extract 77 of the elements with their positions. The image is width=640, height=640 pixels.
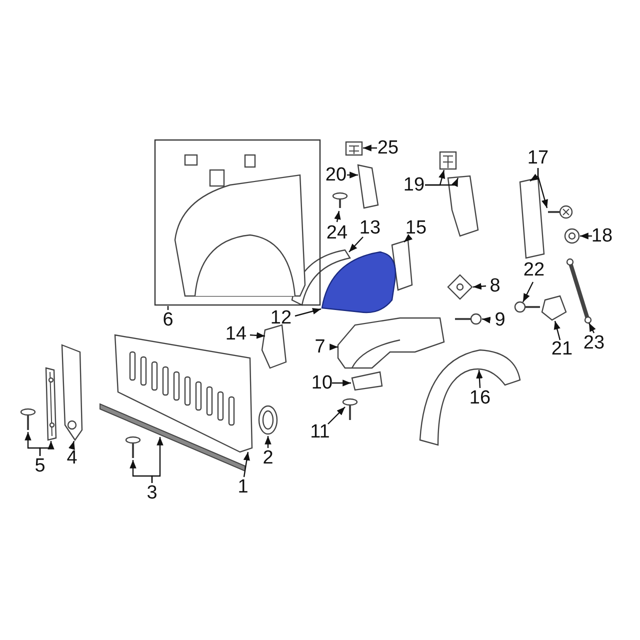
callout-number: 13 [359,218,381,238]
callout-number: 5 [34,456,46,476]
leader-line [151,437,164,483]
callout-number: 8 [490,276,500,296]
callout-number: 14 [225,324,247,344]
leader-line [68,440,75,450]
seal-strip-drawing [100,403,246,472]
clip-drawing [345,141,363,156]
leader-line [39,441,54,456]
callout-number: 6 [162,310,174,330]
plate-drawing [447,274,473,300]
leader-line [264,436,272,448]
bracket-drawing [61,344,83,442]
leader-line [588,322,596,334]
screw-drawing [125,436,141,458]
bolt-drawing [514,301,540,313]
grommet-drawing [258,405,278,435]
callout-number: 18 [591,226,613,246]
callout-number: 22 [523,260,545,280]
callout-number: 3 [146,484,158,502]
callout-number: 9 [494,310,506,330]
callout-number: 11 [310,422,330,442]
callout-number: 4 [66,448,78,468]
leader-line [330,344,338,350]
bolt-drawing [332,192,348,208]
nut-drawing [564,228,580,244]
strip-drawing [45,367,57,441]
leader-line [332,380,351,386]
bracket-drawing [447,175,479,237]
leader-line [363,144,377,152]
callout-number: 23 [583,334,605,352]
callout-number: 25 [377,138,399,158]
leader-line [334,210,341,222]
callout-number: 1 [238,478,248,496]
leader-line [476,370,483,388]
clip-drawing [439,151,457,170]
callout-number: 15 [405,218,427,238]
leader-line [482,316,491,324]
callout-number: 10 [311,374,333,392]
leader-line [348,236,364,252]
wheelhouse-liner-drawing [321,251,396,314]
latch-drawing [541,295,567,321]
callout-number: 24 [326,224,348,242]
inner-panel-drawing [337,317,445,369]
leader-line [554,320,561,340]
callout-number: 17 [527,148,549,168]
leader-line [250,332,266,339]
wheel-liner-drawing [419,349,521,446]
bracket-drawing [519,177,545,259]
bracket-drawing [261,324,287,369]
leader-line [472,283,486,290]
leader-line [522,282,534,302]
leader-line [167,306,169,310]
callout-number: 12 [270,308,292,328]
leader-line [347,172,358,178]
leader-line [425,178,459,188]
side-panel-drawing [154,139,321,306]
leader-line [328,406,346,424]
bracket-drawing [357,164,379,209]
leader-line [294,308,322,317]
callout-number: 20 [325,166,347,184]
bracket-drawing [351,371,383,391]
leader-line [580,232,592,240]
bolt-drawing [455,313,482,325]
leader-line [404,234,413,242]
screw-drawing [20,408,36,430]
bracket-drawing [391,239,413,291]
bolt-drawing [548,205,573,219]
callout-number: 7 [314,338,326,356]
strut-drawing [566,258,592,324]
leader-line [243,452,250,478]
callout-number: 16 [469,388,491,408]
leader-line [537,168,548,208]
callout-number: 19 [403,176,425,194]
callout-number: 2 [262,448,274,468]
bolt-drawing [342,398,358,420]
callout-number: 21 [551,340,573,358]
